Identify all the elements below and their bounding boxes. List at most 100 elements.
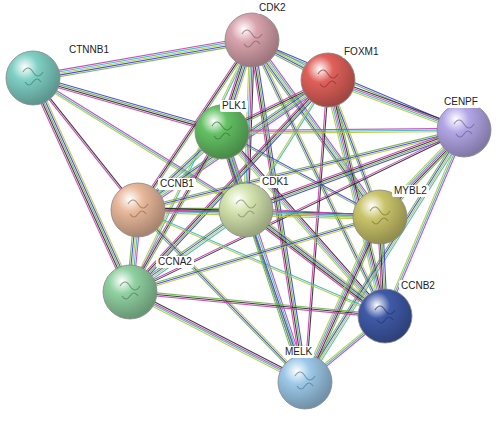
evidence-line [156, 296, 359, 315]
gene-label: CENPF [442, 96, 480, 108]
evidence-line [157, 149, 203, 192]
evidence-line [156, 293, 359, 312]
evidence-line [326, 334, 366, 367]
evidence-line [141, 63, 240, 268]
evidence-line [352, 91, 439, 123]
evidence-line [156, 294, 359, 313]
protein-node: CCNB2 [357, 288, 413, 344]
evidence-line [352, 90, 439, 122]
interaction-edge [259, 102, 315, 189]
evidence-line [314, 240, 367, 358]
protein-sphere [224, 12, 280, 68]
gene-label: CCNB1 [158, 178, 196, 190]
interaction-edge [317, 151, 452, 362]
evidence-line [155, 148, 201, 191]
evidence-line [154, 142, 441, 281]
protein-node: PLK1 [194, 104, 250, 160]
protein-node: CDK2 [224, 12, 280, 68]
interaction-edge [152, 302, 283, 372]
evidence-line [159, 151, 205, 194]
evidence-line [267, 226, 365, 300]
evidence-line [152, 226, 226, 278]
evidence-line [45, 101, 121, 268]
protein-sphere [110, 182, 166, 238]
evidence-line [324, 331, 364, 364]
evidence-line [42, 102, 118, 269]
gene-label: MELK [283, 346, 314, 358]
interaction-edge [41, 100, 122, 269]
evidence-line [271, 140, 440, 202]
evidence-line [58, 41, 226, 70]
evidence-line [158, 150, 204, 193]
interaction-edge [248, 129, 438, 134]
protein-sphere [102, 264, 158, 320]
protein-sphere [357, 288, 413, 344]
protein-node: MYBL2 [352, 189, 408, 245]
evidence-line [59, 44, 227, 73]
protein-sphere [5, 50, 61, 106]
interaction-edge [156, 293, 360, 315]
gene-label: CTNNB1 [67, 44, 111, 56]
evidence-line [353, 88, 440, 120]
evidence-line [318, 152, 449, 360]
protein-sphere [218, 182, 274, 238]
evidence-line [129, 236, 132, 266]
evidence-line [270, 138, 439, 200]
evidence-line [321, 153, 452, 361]
evidence-line [272, 213, 354, 217]
evidence-line [317, 151, 448, 359]
gene-label: CDK2 [257, 2, 288, 14]
protein-node: MELK [277, 354, 333, 410]
protein-node: CCNA2 [102, 264, 158, 320]
evidence-line [152, 306, 281, 372]
protein-sphere [436, 102, 492, 158]
interaction-edge [270, 137, 441, 204]
interaction-edge [227, 156, 242, 186]
interaction-edge [57, 83, 197, 127]
gene-label: MYBL2 [392, 185, 429, 197]
gene-label: CCNA2 [156, 256, 194, 268]
protein-sphere [300, 52, 356, 108]
interaction-edge [272, 210, 354, 217]
protein-node: CDK1 [218, 182, 274, 238]
protein-sphere [194, 104, 250, 160]
protein-node: CCNB1 [110, 182, 166, 238]
interaction-edge [379, 243, 386, 290]
gene-label: PLK1 [220, 100, 248, 112]
evidence-line [41, 103, 117, 270]
gene-label: CDK1 [260, 176, 291, 188]
evidence-line [142, 64, 241, 269]
evidence-line [271, 141, 440, 203]
evidence-line [248, 132, 438, 134]
protein-node: CTNNB1 [5, 50, 61, 106]
evidence-line [379, 243, 381, 290]
interaction-edge [324, 331, 366, 366]
evidence-line [153, 227, 227, 279]
interaction-edge [141, 63, 242, 269]
evidence-line [353, 87, 440, 119]
evidence-line [154, 302, 283, 368]
evidence-line [153, 141, 440, 280]
protein-node: FOXM1 [300, 52, 356, 108]
evidence-line [313, 239, 366, 357]
protein-sphere [277, 354, 333, 410]
protein-sphere [352, 189, 408, 245]
gene-label: CCNB2 [399, 280, 437, 292]
evidence-line [270, 137, 439, 199]
evidence-line [47, 100, 123, 267]
interaction-edge [352, 87, 441, 124]
interaction-edge [129, 236, 138, 267]
evidence-line [325, 333, 365, 366]
evidence-line [58, 43, 226, 72]
evidence-line [320, 152, 451, 360]
evidence-line [44, 102, 120, 269]
interaction-edge [153, 141, 441, 282]
interaction-edge [150, 223, 226, 279]
evidence-line [158, 92, 305, 193]
gene-label: FOXM1 [342, 46, 380, 58]
evidence-line [59, 83, 198, 123]
evidence-line [316, 241, 369, 359]
evidence-line [153, 305, 282, 371]
protein-node: CENPF [436, 102, 492, 158]
